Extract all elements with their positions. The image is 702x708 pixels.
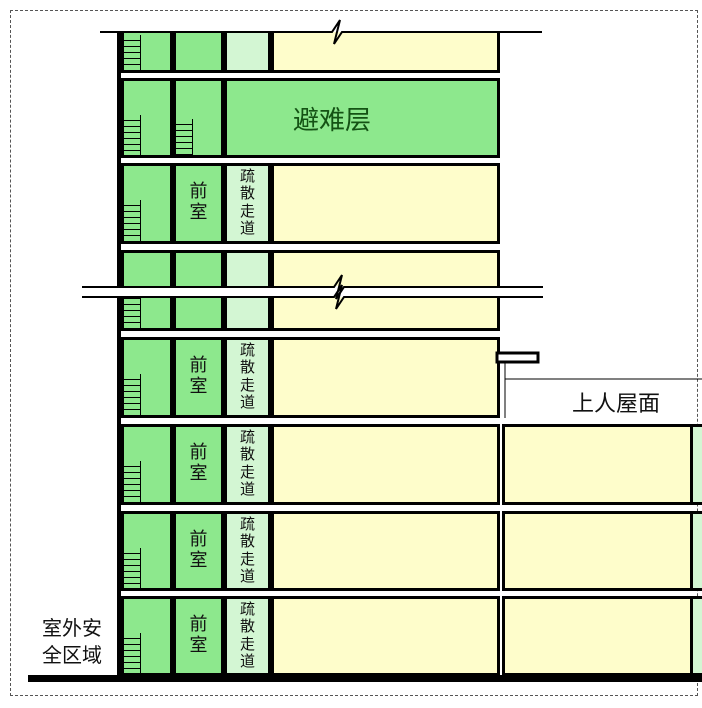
stair-steps-icon [124,115,141,155]
anteroom-label: 前室 [189,181,208,223]
evacuation-corridor-label: 疏散走道 [240,167,256,237]
room-cell [271,596,500,676]
extension-corridor-cell [690,511,702,591]
stair-cell [121,511,173,591]
evacuation-corridor-label: 疏散走道 [240,341,256,411]
stair-cell [121,32,173,73]
extension-room-cell [502,596,694,676]
corridor-cell: 疏散走道 [224,596,271,676]
room-cell [271,511,500,591]
outdoor-safe-area-line2: 全区域 [42,643,102,667]
evacuation-corridor-label: 疏散走道 [240,515,256,585]
stair-cell [121,163,173,244]
anteroom-cell: 前室 [173,163,224,244]
anteroom-cell: 前室 [173,511,224,591]
room-cell [271,32,500,73]
outdoor-safe-area-line1: 室外安 [42,616,102,640]
corridor-cell: 疏散走道 [224,511,271,591]
stair-steps-icon [124,461,141,502]
room-cell [271,424,500,505]
stair-cell [121,424,173,505]
refuge-floor-label: 避难层 [292,105,371,136]
room-cell [271,337,500,418]
stair-steps-icon [176,119,193,155]
refuge-floor-area: 避难层 [224,78,500,158]
parapet [495,351,540,364]
dashed-frame [10,10,698,696]
stair-cell [121,337,173,418]
break-gap [80,286,545,297]
anteroom-cell [173,32,224,73]
corridor-cell [224,32,271,73]
stair-cell [121,596,173,676]
stair-steps-icon [124,200,141,241]
evacuation-corridor-label: 疏散走道 [240,428,256,498]
anteroom-label: 前室 [189,614,208,656]
refuge-stair-cell [173,78,224,158]
middle-break-line-upper [82,274,543,300]
room-cell [271,163,500,244]
stair-steps-icon [124,548,141,588]
extension-corridor-cell [690,424,702,505]
top-break-line [100,19,542,45]
anteroom-cell: 前室 [173,424,224,505]
extension-corridor-cell [690,596,702,676]
stair-cell [121,78,173,158]
stair-steps-icon [124,633,141,673]
accessible-roof-label: 上人屋面 [572,392,661,417]
stair-steps-icon [124,374,141,415]
anteroom-label: 前室 [189,355,208,397]
anteroom-cell: 前室 [173,596,224,676]
anteroom-label: 前室 [189,529,208,571]
anteroom-label: 前室 [189,442,208,484]
middle-break-line-lower [82,284,543,310]
ground-line [28,675,702,682]
exterior-wall [117,32,121,677]
stair-steps-icon [124,35,141,70]
extension-room-cell [502,511,694,591]
corridor-cell: 疏散走道 [224,337,271,418]
extension-room-cell [502,424,694,505]
evacuation-corridor-label: 疏散走道 [240,600,256,670]
outdoor-safe-area-label: 室外安 全区域 [42,615,102,669]
corridor-cell: 疏散走道 [224,424,271,505]
anteroom-cell: 前室 [173,337,224,418]
corridor-cell: 疏散走道 [224,163,271,244]
